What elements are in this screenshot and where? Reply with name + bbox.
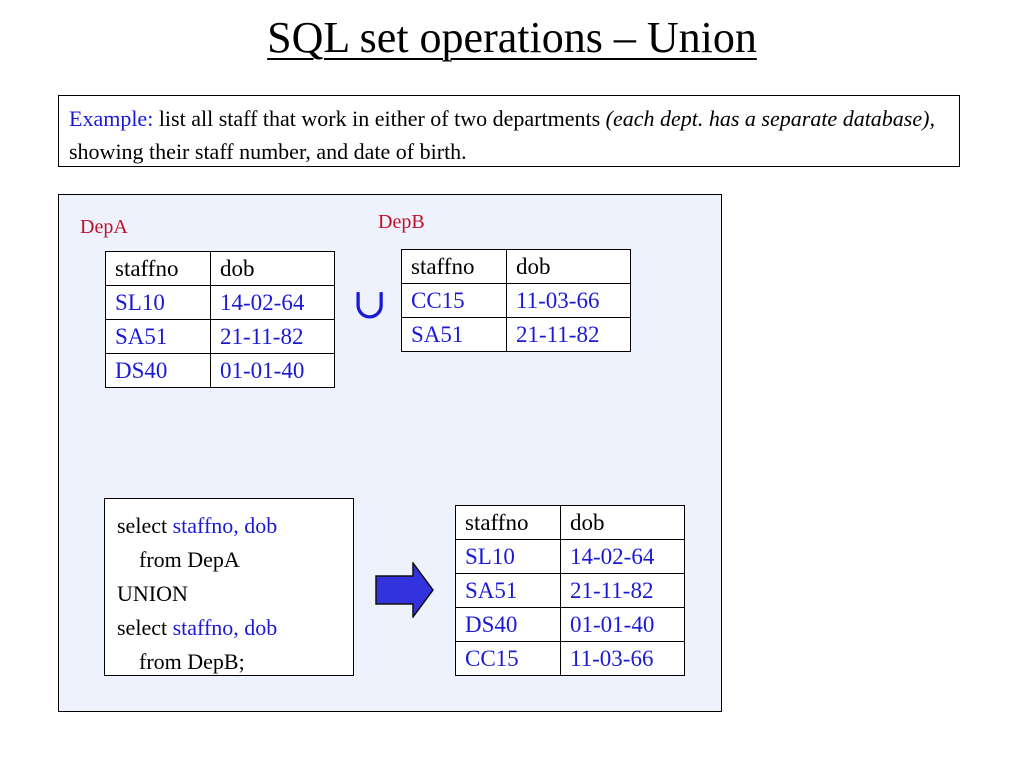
table-row: staffno dob bbox=[456, 506, 684, 540]
table-cell: CC15 bbox=[402, 283, 507, 318]
table-cell: SL10 bbox=[106, 285, 211, 320]
header-cell: dob bbox=[210, 252, 334, 286]
table-row: SA51 21-11-82 bbox=[402, 317, 630, 351]
table-row: SA51 21-11-82 bbox=[456, 573, 684, 608]
header-cell: dob bbox=[560, 506, 684, 540]
union-symbol-icon: ∪ bbox=[352, 282, 388, 328]
table-cell: 11-03-66 bbox=[560, 641, 684, 675]
sql-columns: staffno, dob bbox=[172, 615, 278, 640]
table-cell: DS40 bbox=[106, 353, 211, 387]
right-arrow-icon bbox=[375, 562, 434, 618]
header-cell: staffno bbox=[411, 254, 475, 279]
table-cell: SA51 bbox=[456, 573, 561, 608]
sql-columns: staffno, dob bbox=[172, 513, 278, 538]
depB-table: staffno dob CC15 11-03-66 SA51 21-11-82 bbox=[401, 249, 631, 352]
table-row: staffno dob bbox=[402, 250, 630, 284]
table-row: CC15 11-03-66 bbox=[402, 283, 630, 318]
table-cell: 21-11-82 bbox=[560, 573, 684, 608]
table-row: SA51 21-11-82 bbox=[106, 319, 334, 354]
depA-label: DepA bbox=[80, 216, 128, 238]
table-cell: DS40 bbox=[456, 607, 561, 642]
table-row: DS40 01-01-40 bbox=[106, 353, 334, 387]
sql-line: select staffno, dob bbox=[117, 611, 353, 645]
table-row: SL10 14-02-64 bbox=[106, 285, 334, 320]
header-cell: dob bbox=[506, 250, 630, 284]
table-cell: 01-01-40 bbox=[560, 607, 684, 642]
sql-query-box: select staffno, dob from DepA UNION sele… bbox=[104, 498, 354, 676]
sql-keyword: select bbox=[117, 615, 173, 640]
depB-label: DepB bbox=[378, 211, 425, 233]
example-text-2: showing their staff number, and date of … bbox=[69, 139, 467, 164]
example-text-1: list all staff that work in either of tw… bbox=[153, 106, 606, 131]
table-cell: 21-11-82 bbox=[506, 317, 630, 351]
table-cell: 11-03-66 bbox=[506, 283, 630, 318]
slide-title: SQL set operations – Union bbox=[267, 13, 757, 62]
depA-table: staffno dob SL10 14-02-64 SA51 21-11-82 … bbox=[105, 251, 335, 388]
sql-line: select staffno, dob bbox=[117, 509, 353, 543]
table-row: DS40 01-01-40 bbox=[456, 607, 684, 642]
sql-keyword: select bbox=[117, 513, 173, 538]
example-italic: (each dept. has a separate database), bbox=[605, 106, 935, 131]
table-row: SL10 14-02-64 bbox=[456, 539, 684, 574]
sql-line: from DepA bbox=[139, 547, 240, 572]
table-cell: CC15 bbox=[456, 641, 561, 675]
table-row: CC15 11-03-66 bbox=[456, 641, 684, 675]
header-cell: staffno bbox=[465, 510, 529, 535]
table-cell: 01-01-40 bbox=[210, 353, 334, 387]
table-cell: SA51 bbox=[106, 319, 211, 354]
table-cell: 14-02-64 bbox=[210, 285, 334, 320]
table-cell: 14-02-64 bbox=[560, 539, 684, 574]
table-cell: SA51 bbox=[402, 317, 507, 351]
header-cell: staffno bbox=[115, 256, 179, 281]
result-table: staffno dob SL10 14-02-64 SA51 21-11-82 … bbox=[455, 505, 685, 676]
table-cell: SL10 bbox=[456, 539, 561, 574]
sql-line: UNION bbox=[117, 581, 188, 606]
table-cell: 21-11-82 bbox=[210, 319, 334, 354]
sql-line: from DepB; bbox=[139, 649, 245, 674]
table-row: staffno dob bbox=[106, 252, 334, 286]
example-box: Example: list all staff that work in eit… bbox=[58, 95, 960, 167]
example-label: Example: bbox=[69, 106, 154, 131]
